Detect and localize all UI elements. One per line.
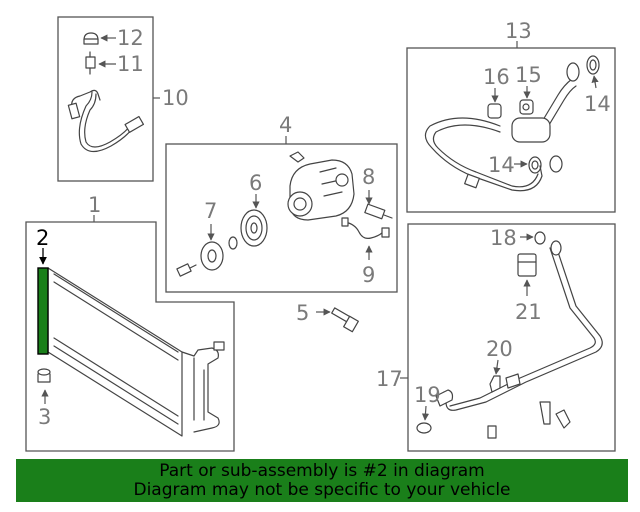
part-2-receiver-drier [37, 267, 49, 355]
part-3-mount [37, 368, 51, 383]
callout-12: 12 [117, 26, 144, 50]
callout-15: 15 [515, 63, 542, 87]
part-shim [228, 236, 238, 250]
group-4-compressor: 4 6 7 8 [165, 113, 398, 293]
callout-14-mid: 14 [488, 153, 515, 177]
callout-9: 9 [362, 263, 375, 287]
callout-17: 17 [376, 367, 403, 391]
callout-16: 16 [483, 65, 510, 89]
group-13-frame [406, 47, 616, 213]
callout-1: 1 [88, 193, 101, 217]
callout-3: 3 [38, 405, 51, 429]
callout-19: 19 [414, 383, 441, 407]
part-15-valve [519, 99, 534, 115]
callout-8: 8 [362, 165, 375, 189]
group-10-hose-assembly: 10 12 11 [57, 16, 189, 182]
part-8-switch [364, 203, 393, 220]
callout-2: 2 [36, 226, 49, 250]
callout-10: 10 [162, 86, 189, 110]
callout-20: 20 [486, 337, 513, 361]
callout-11: 11 [117, 52, 144, 76]
group-4-frame [165, 143, 398, 293]
part-1-condenser-core [47, 267, 225, 437]
part-4-compressor-body [287, 151, 355, 221]
part-20-bracket [489, 375, 501, 393]
callout-14-top: 14 [584, 92, 611, 116]
part-19-cap [416, 422, 432, 434]
group-1-frame [25, 221, 235, 452]
group-17-lines: 17 18 21 20 19 [376, 223, 616, 452]
group-17-frame [407, 223, 616, 452]
info-banner: Part or sub-assembly is #2 in diagram Di… [16, 459, 628, 502]
part-14-o-ring-top [586, 55, 600, 75]
part-14-o-ring-mid [528, 156, 542, 174]
callout-6: 6 [249, 171, 262, 195]
callout-7: 7 [204, 199, 217, 223]
part-bolt-small [176, 263, 197, 277]
banner-line-1: Part or sub-assembly is #2 in diagram [159, 461, 485, 481]
part-7-clutch-hub [200, 241, 224, 271]
part-11-valve-core [85, 51, 96, 75]
group-10-frame [57, 16, 154, 182]
callout-5: 5 [296, 301, 309, 325]
parts-diagram: 10 12 11 13 [25, 16, 616, 452]
part-18-o-ring [534, 231, 546, 245]
part-6-pulley [240, 209, 268, 247]
callout-13: 13 [505, 19, 532, 43]
part-16-cap [487, 103, 502, 119]
callout-18: 18 [490, 226, 517, 250]
part-5-bolt [331, 307, 359, 333]
group-13-hose-assembly: 13 14 16 15 [406, 19, 616, 213]
callout-21: 21 [515, 300, 542, 324]
part-21-expansion-valve [517, 253, 537, 277]
part-12-cap [83, 32, 99, 45]
callout-4: 4 [279, 113, 292, 137]
banner-line-2: Diagram may not be specific to your vehi… [133, 480, 511, 500]
part-13-hose [424, 62, 580, 192]
part-10-hose [67, 89, 145, 153]
part-9-wire [341, 217, 390, 239]
group-1-condenser: 1 2 3 [25, 193, 235, 452]
part-17-lines [435, 240, 603, 439]
